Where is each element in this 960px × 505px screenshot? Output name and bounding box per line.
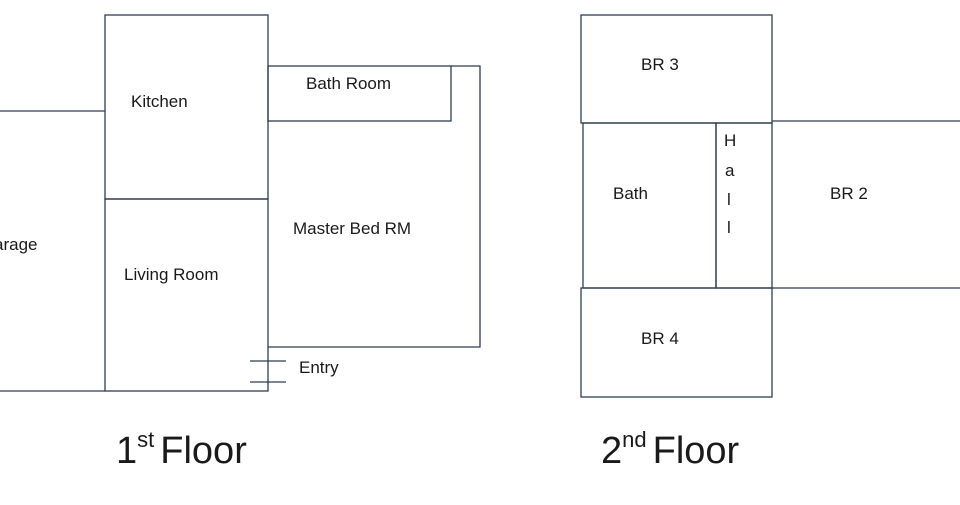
master-bed-label: Master Bed RM [293, 219, 411, 238]
br2-label: BR 2 [830, 184, 868, 203]
hall-letter-1: H [724, 131, 736, 150]
bath-room-2nd [582, 122, 717, 289]
hall-letter-3: l [727, 190, 731, 209]
kitchen-label: Kitchen [131, 92, 188, 111]
living-room [104, 198, 269, 392]
br4-label: BR 4 [641, 329, 679, 348]
master-bed-walls [268, 65, 481, 348]
bath-label: Bath [613, 184, 648, 203]
garage-label: arage [0, 235, 37, 254]
entry-label: Entry [299, 358, 339, 377]
hall-letter-4: l [727, 218, 731, 237]
br4-room [580, 287, 773, 398]
hall-letter-2: a [725, 161, 735, 180]
living-room-label: Living Room [124, 265, 219, 284]
bath-room-label: Bath Room [306, 74, 391, 93]
br3-label: BR 3 [641, 55, 679, 74]
first-floor-plan: arage Kitchen Living Room Bath Room Mast… [0, 14, 481, 472]
bath-room [267, 65, 452, 122]
